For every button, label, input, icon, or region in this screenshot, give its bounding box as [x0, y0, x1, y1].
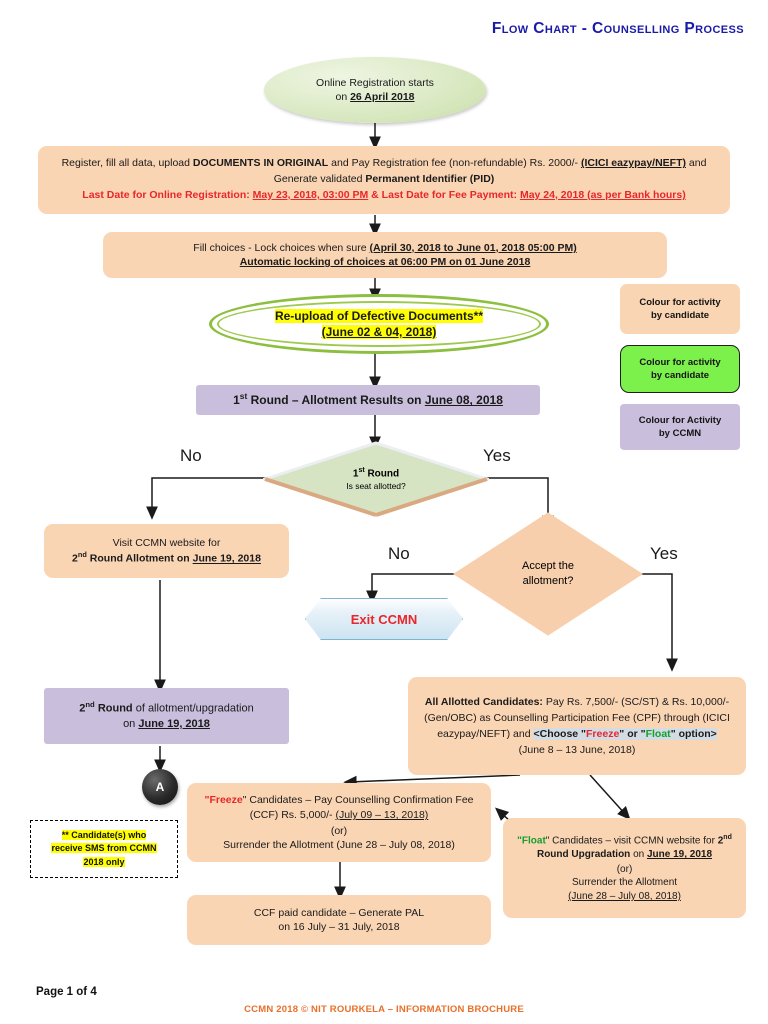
- ccf-line1: CCF paid candidate – Generate PAL: [253, 906, 425, 919]
- decision1-no-label: No: [180, 446, 202, 465]
- node-round1-allotment-results: 1st Round – Allotment Results on June 08…: [196, 385, 540, 415]
- start-line1: Online Registration starts: [316, 76, 434, 89]
- ccf-line2: on 16 July – 31 July, 2018: [278, 921, 400, 933]
- node-float-candidates: "Float" Candidates – visit CCMN website …: [503, 818, 746, 918]
- diamond-shape: [453, 512, 643, 636]
- legend-item-candidate-peach: Colour for activity by candidate: [620, 284, 740, 334]
- legend-line2: by CCMN: [658, 428, 702, 439]
- legend-item-candidate-green: Colour for activity by candidate: [620, 345, 740, 393]
- legend-line1: Colour for activity: [639, 296, 721, 308]
- page-title: Flow Chart - Counselling Process: [491, 20, 744, 37]
- freeze-line2: (or): [330, 824, 348, 837]
- exit-ccmn-label: Exit CCMN: [350, 611, 418, 627]
- node-register-pay-fee: Register, fill all data, upload DOCUMENT…: [38, 146, 730, 214]
- float-line2: (or): [616, 863, 633, 875]
- page-number: Page 1 of 4: [36, 986, 97, 998]
- start-line2: on 26 April 2018: [335, 91, 415, 103]
- float-line4: (June 28 – July 08, 2018): [568, 890, 681, 902]
- note-line2: receive SMS from CCMN: [51, 843, 157, 854]
- round2-line1: 2nd Round of allotment/upgradation: [79, 700, 254, 715]
- float-line3: Surrender the Allotment: [571, 877, 678, 889]
- reupload-line2: (June 02 & 04, 2018): [321, 325, 437, 339]
- register-line1: Register, fill all data, upload DOCUMENT…: [61, 157, 707, 186]
- node-fill-choices: Fill choices - Lock choices when sure (A…: [103, 232, 667, 278]
- decision2-line1: Accept the: [522, 560, 574, 573]
- visit-ccmn-line1: Visit CCMN website for: [112, 537, 221, 550]
- note-line1: ** Candidate(s) who: [61, 829, 147, 840]
- decision2-yes-label: Yes: [650, 544, 678, 563]
- legend-line1: Colour for activity: [639, 356, 721, 368]
- footer-note: CCMN 2018 © NIT ROURKELA – INFORMATION B…: [244, 1004, 524, 1015]
- round2-line2: on June 19, 2018: [123, 717, 210, 730]
- node-round2-allotment-upgradation: 2nd Round of allotment/upgradation on Ju…: [44, 688, 289, 744]
- legend-line1: Colour for Activity: [638, 414, 722, 426]
- decision1-yes-label: Yes: [483, 446, 511, 465]
- note-line3: 2018 only: [83, 856, 125, 867]
- all-allotted-line1: All Allotted Candidates: Pay Rs. 7,500/-…: [424, 696, 730, 740]
- start-date: 26 April 2018: [350, 91, 415, 103]
- diamond-shape: [263, 441, 489, 517]
- freeze-line1: "Freeze" Candidates – Pay Counselling Co…: [204, 794, 474, 822]
- fill-choices-line1: Fill choices - Lock choices when sure (A…: [193, 241, 577, 254]
- freeze-line3: Surrender the Allotment (June 28 – July …: [223, 838, 455, 851]
- decision1-label: 1st Round Is seat allotted?: [263, 441, 489, 517]
- decision2-no-label: No: [388, 544, 410, 563]
- decision2-label: Accept the allotment?: [453, 512, 643, 636]
- legend-line2: by candidate: [650, 310, 710, 321]
- visit-ccmn-line2: 2nd Round Allotment on June 19, 2018: [72, 550, 261, 565]
- all-allotted-line2: (June 8 – 13 June, 2018): [518, 743, 636, 756]
- node-decision-seat-allotted: 1st Round Is seat allotted?: [263, 441, 489, 517]
- float-line1: "Float" Candidates – visit CCMN website …: [517, 833, 732, 861]
- reupload-line1: Re-upload of Defective Documents**: [274, 308, 484, 323]
- node-reupload-defective-documents: Re-upload of Defective Documents** (June…: [209, 294, 549, 354]
- note-sms-candidates: ** Candidate(s) who receive SMS from CCM…: [30, 820, 178, 878]
- legend-line2: by candidate: [650, 370, 710, 381]
- node-freeze-candidates: "Freeze" Candidates – Pay Counselling Co…: [187, 783, 491, 862]
- decision2-line2: allotment?: [522, 575, 574, 587]
- node-online-registration-start: Online Registration starts on 26 April 2…: [264, 57, 486, 123]
- node-visit-ccmn-website: Visit CCMN website for 2nd Round Allotme…: [44, 524, 289, 578]
- node-decision-accept-allotment: Accept the allotment?: [453, 512, 643, 636]
- fill-choices-line2: Automatic locking of choices at 06:00 PM…: [239, 256, 531, 268]
- decision1-line2: Is seat allotted?: [346, 480, 406, 491]
- register-line2: Last Date for Online Registration: May 2…: [82, 188, 686, 201]
- node-all-allotted-candidates: All Allotted Candidates: Pay Rs. 7,500/-…: [408, 677, 746, 775]
- decision1-line1: 1st Round: [352, 466, 400, 480]
- hexagon-shape: [305, 598, 463, 640]
- node-exit-ccmn: Exit CCMN: [305, 598, 463, 640]
- legend-item-ccmn-purple: Colour for Activity by CCMN: [620, 404, 740, 450]
- connector-circle-a: A: [142, 769, 178, 805]
- node-ccf-paid-generate-pal: CCF paid candidate – Generate PAL on 16 …: [187, 895, 491, 945]
